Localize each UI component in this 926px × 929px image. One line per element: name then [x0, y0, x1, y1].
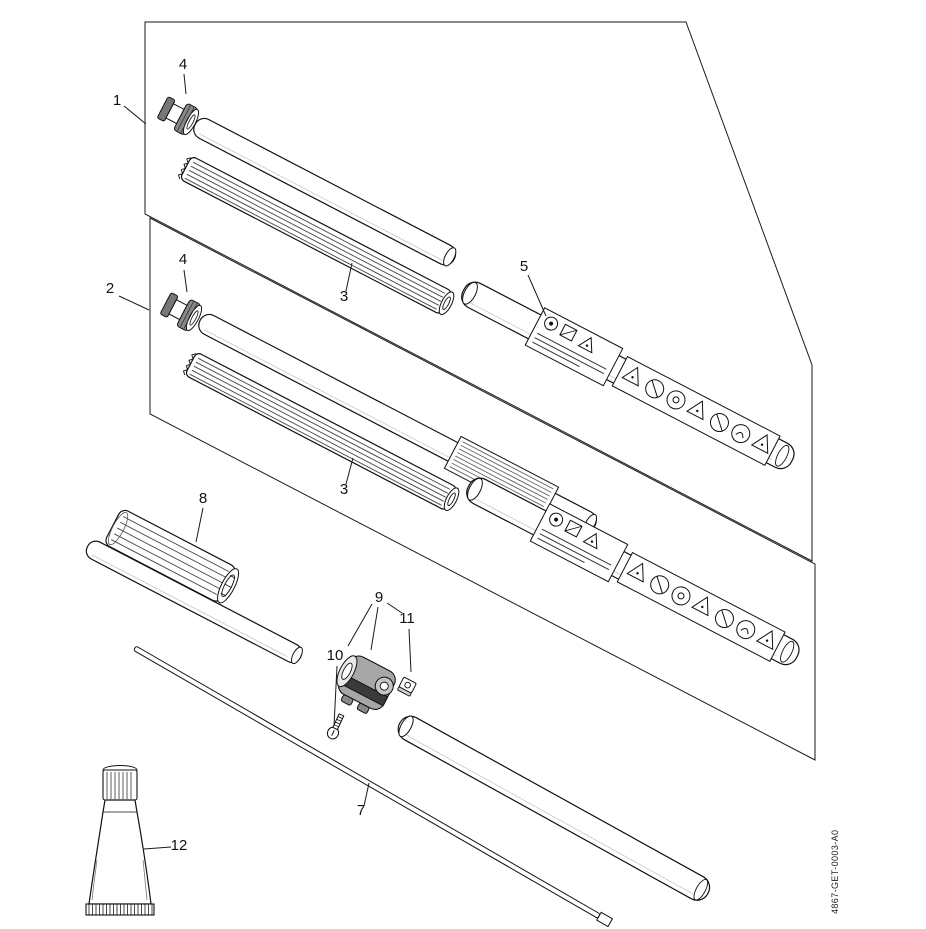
model-label: [443, 435, 560, 520]
callout-coupling-sleeve-2: 4: [179, 251, 187, 268]
splined-liner: [105, 509, 240, 604]
callout-panel-2: 2: [106, 280, 114, 297]
leader-line: [183, 73, 187, 95]
leader-line: [118, 295, 150, 311]
callout-coupling-sleeve-1: 4: [179, 56, 187, 73]
callout-drive-shaft: 7: [357, 802, 365, 819]
tube-end: [443, 247, 457, 267]
leader-line: [408, 628, 412, 673]
leader-line: [363, 782, 370, 807]
leader-line: [333, 665, 338, 727]
callout-liner-tube-2: 3: [340, 481, 348, 498]
leader-line: [123, 105, 147, 125]
callout-label-tube: 5: [520, 258, 528, 275]
leader-line: [345, 457, 354, 485]
callout-grease-tube: 12: [171, 837, 188, 854]
square-drive-end: [596, 911, 614, 928]
leader-line: [183, 269, 188, 293]
drive-shaft-rod: [133, 646, 614, 928]
drawing-number: 4867-GET-0003-A0: [830, 830, 840, 914]
tube-end: [398, 715, 414, 738]
tube-end: [693, 878, 709, 901]
callout-nut: 11: [399, 610, 415, 627]
leader-lines: [118, 73, 547, 850]
callout-liner: 8: [199, 490, 207, 507]
callout-panel-1: 1: [113, 92, 121, 109]
grease-tube: [85, 765, 155, 916]
leader-line: [195, 507, 204, 543]
coupling-clamp: [336, 655, 396, 714]
leader-line: [527, 274, 547, 317]
clamp-screw: [326, 713, 345, 740]
leader-line: [347, 603, 373, 647]
drive-tube-upper-1: [193, 117, 457, 267]
square-nut: [397, 677, 417, 697]
drive-tube-lower: [397, 715, 711, 901]
leader-line: [345, 262, 353, 292]
liner-tube: [85, 540, 303, 665]
leader-line: [370, 606, 379, 651]
callout-coupling: 9: [375, 589, 383, 606]
callout-liner-tube-1: 3: [340, 288, 348, 305]
leader-line: [386, 602, 403, 614]
leader-line: [143, 846, 172, 850]
tube-end: [290, 646, 303, 665]
callout-screw: 10: [327, 647, 344, 664]
